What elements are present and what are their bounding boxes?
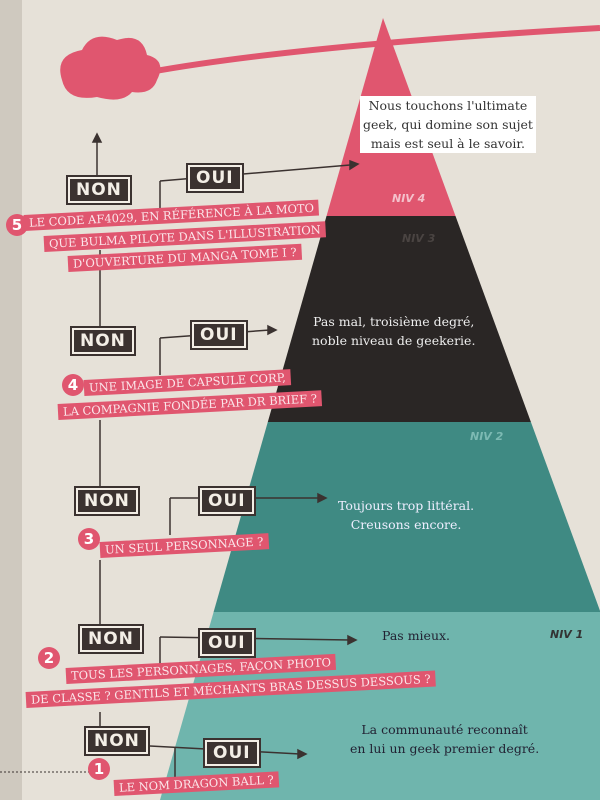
level-3-label: NIV 3 (402, 232, 436, 245)
level-4-description: Nous touchons l'ultimate geek, qui domin… (360, 96, 536, 153)
question-2-number: 2 (38, 647, 60, 669)
question-5-number: 5 (6, 214, 28, 236)
level-4-line-1: Nous touchons l'ultimate (360, 96, 536, 115)
base-level-line-1: La communauté reconnaît (361, 722, 528, 737)
no-label-5: NON (66, 175, 132, 205)
level-3-description: Pas mal, troisième degré, noble niveau d… (312, 312, 475, 350)
level-1-description: Pas mieux. (382, 626, 450, 645)
level-1-label: NIV 1 (550, 628, 584, 641)
base-level-line-2: en lui un geek premier degré. (350, 741, 540, 756)
level-2-line-1: Toujours trop littéral. (338, 498, 475, 513)
brain-icon (60, 36, 161, 100)
no-label-2: NON (78, 624, 144, 654)
no-label-4: NON (70, 326, 136, 356)
level-1-line-1: Pas mieux. (382, 628, 451, 643)
yes-label-3: OUI (198, 486, 256, 516)
level-2-description: Toujours trop littéral. Creusons encore. (338, 496, 474, 534)
no-label-3: NON (74, 486, 140, 516)
no-label-1: NON (84, 726, 150, 756)
yes-label-2: OUI (198, 628, 256, 658)
level-4-label: NIV 4 (392, 192, 426, 205)
level-4-line-3: mais est seul à le savoir. (360, 134, 536, 153)
yes-label-5: OUI (186, 163, 244, 193)
level-2-label: NIV 2 (470, 430, 504, 443)
question-4-number: 4 (62, 374, 84, 396)
level-3-line-2: noble niveau de geekerie. (312, 333, 476, 348)
level-4-line-2: geek, qui domine son sujet (360, 115, 536, 134)
yes-label-1: OUI (203, 738, 261, 768)
question-3-number: 3 (78, 528, 100, 550)
level-2-line-2: Creusons encore. (350, 517, 462, 532)
question-1-number: 1 (88, 758, 110, 780)
level-3-line-1: Pas mal, troisième degré, (313, 314, 475, 329)
level-2-band (160, 422, 600, 612)
yes-label-4: OUI (190, 320, 248, 350)
base-level-description: La communauté reconnaît en lui un geek p… (350, 720, 539, 758)
